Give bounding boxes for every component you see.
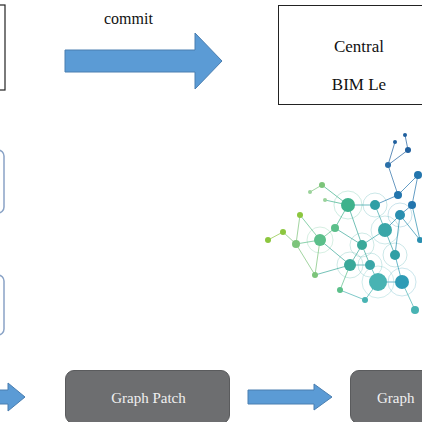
arrow-label: commit bbox=[104, 10, 153, 28]
network-point bbox=[312, 272, 318, 278]
network-point bbox=[331, 224, 339, 232]
node-text: Central BIM Le bbox=[316, 28, 402, 104]
partial-rounded-box bbox=[0, 275, 4, 335]
network-point bbox=[308, 190, 312, 194]
network-point bbox=[393, 140, 397, 144]
network-point bbox=[369, 273, 387, 291]
network-point bbox=[378, 223, 392, 237]
network-link bbox=[340, 290, 365, 300]
network-halo bbox=[363, 193, 387, 217]
network-point bbox=[390, 250, 400, 260]
network-point bbox=[370, 200, 380, 210]
network-point bbox=[395, 275, 409, 289]
network-point bbox=[403, 133, 407, 137]
commit-arrow bbox=[65, 33, 222, 89]
process-box: Graph Patch bbox=[65, 370, 230, 422]
network-point bbox=[394, 191, 402, 199]
process-box: Graph bbox=[350, 370, 422, 422]
network-point bbox=[414, 171, 422, 179]
network-point bbox=[362, 297, 368, 303]
network-link bbox=[388, 142, 395, 165]
network-point bbox=[385, 162, 391, 168]
network-link bbox=[388, 150, 408, 165]
network-halo bbox=[383, 243, 407, 267]
network-halo bbox=[388, 268, 416, 296]
partial-rounded-box bbox=[0, 150, 4, 213]
network-halo bbox=[307, 227, 333, 253]
network-link bbox=[412, 175, 418, 205]
network-point bbox=[357, 240, 367, 250]
network-halo bbox=[334, 191, 362, 219]
network-point bbox=[395, 210, 405, 220]
network-link bbox=[296, 244, 315, 275]
network-halo bbox=[362, 266, 394, 298]
node-text: Graph bbox=[377, 388, 422, 408]
network-point bbox=[297, 212, 303, 218]
network-point bbox=[337, 287, 343, 293]
partial-box bbox=[0, 5, 5, 90]
network-point bbox=[344, 259, 356, 271]
network-point bbox=[292, 240, 300, 248]
network-halo bbox=[371, 216, 399, 244]
network-point bbox=[280, 229, 286, 235]
network-point bbox=[323, 198, 327, 202]
network-link bbox=[296, 215, 300, 244]
network-point bbox=[405, 147, 411, 153]
network-halo bbox=[337, 252, 363, 278]
ledger-box: Central BIM Le bbox=[278, 5, 422, 105]
network-graph bbox=[265, 133, 422, 314]
network-link bbox=[388, 165, 398, 195]
network-point bbox=[341, 198, 355, 212]
network-point bbox=[314, 234, 326, 246]
block-arrow bbox=[248, 384, 332, 410]
partial-arrow bbox=[0, 383, 25, 411]
network-point bbox=[319, 182, 325, 188]
network-point bbox=[408, 201, 416, 209]
network-point bbox=[265, 237, 271, 243]
network-point bbox=[411, 306, 419, 314]
network-point bbox=[417, 237, 422, 243]
node-text: Graph Patch bbox=[66, 388, 231, 408]
